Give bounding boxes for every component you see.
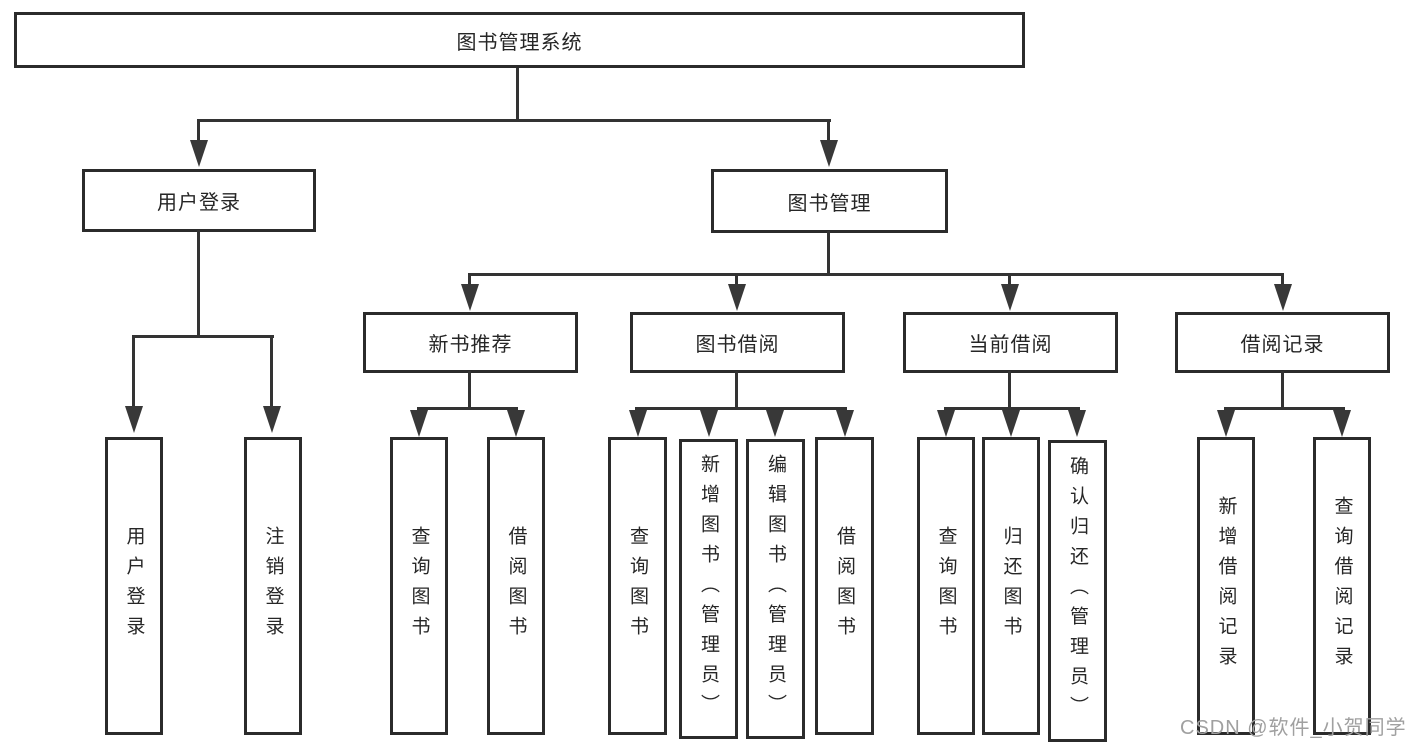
down-arrow-icon [410, 410, 428, 437]
down-arrow-icon [766, 410, 784, 437]
leaf-user-login-label: 用户登录 [123, 526, 145, 646]
leaf-borrow-add-books-admin: 新增图书（管理员） [679, 439, 738, 739]
node-library-management-system-label: 图书管理系统 [456, 31, 583, 54]
leaf-add-borrow-record: 新增借阅记录 [1197, 437, 1255, 735]
connector-split-level3 [469, 273, 1284, 276]
connector-stem [468, 273, 471, 287]
leaf-borrow-add-books-admin-label: 新增图书（管理员） [698, 454, 719, 724]
csdn-watermark: CSDN @软件_小贺同学 [1180, 717, 1405, 739]
node-library-management-system: 图书管理系统 [14, 12, 1025, 68]
node-user-login: 用户登录 [82, 169, 316, 232]
down-arrow-icon [1333, 410, 1351, 437]
down-arrow-icon [1002, 410, 1020, 437]
down-arrow-icon [507, 410, 525, 437]
node-current-borrowing-label: 当前借阅 [968, 334, 1053, 356]
leaf-borrow-edit-books-admin: 编辑图书（管理员） [746, 439, 805, 739]
node-borrowing-records-label: 借阅记录 [1240, 334, 1325, 356]
connector-split-current [944, 407, 1080, 410]
node-book-management-label: 图书管理 [787, 192, 872, 215]
connector-stub [468, 371, 471, 409]
connector-split-login [132, 335, 274, 338]
connector-login-stub [197, 230, 200, 337]
connector-stem [827, 119, 830, 145]
leaf-borrow-query-books-label: 查询图书 [627, 526, 648, 646]
node-user-login-label: 用户登录 [157, 192, 241, 214]
node-current-borrowing: 当前借阅 [903, 312, 1118, 373]
connector-split-level2 [197, 119, 831, 122]
down-arrow-icon [629, 410, 647, 437]
leaf-recommend-borrow-books: 借阅图书 [487, 437, 545, 735]
down-arrow-icon [461, 284, 479, 311]
down-arrow-icon [125, 406, 143, 433]
down-arrow-icon [937, 410, 955, 437]
leaf-current-confirm-return-admin-label: 确认归还（管理员） [1067, 456, 1088, 726]
connector-stub [1281, 371, 1284, 409]
leaf-recommend-borrow-books-label: 借阅图书 [505, 526, 527, 646]
down-arrow-icon [1068, 410, 1086, 437]
node-borrowing-records: 借阅记录 [1175, 312, 1390, 373]
connector-root-stub [516, 68, 519, 122]
node-book-borrowing: 图书借阅 [630, 312, 845, 373]
leaf-query-borrow-record: 查询借阅记录 [1313, 437, 1371, 735]
leaf-borrow-borrow-books-label: 借阅图书 [834, 526, 855, 646]
connector-split-recommend [417, 407, 518, 410]
connector-stem [132, 335, 135, 410]
leaf-borrow-query-books: 查询图书 [608, 437, 667, 735]
connector-stub [1008, 371, 1011, 409]
down-arrow-icon [1274, 284, 1292, 311]
connector-stem [735, 273, 738, 287]
connector-stem [197, 119, 200, 145]
leaf-borrow-edit-books-admin-label: 编辑图书（管理员） [765, 454, 786, 724]
leaf-current-query-books-label: 查询图书 [935, 526, 957, 646]
leaf-logout-label: 注销登录 [262, 526, 284, 646]
leaf-logout: 注销登录 [244, 437, 302, 735]
down-arrow-icon [836, 410, 854, 437]
down-arrow-icon [700, 410, 718, 437]
connector-stem [1281, 273, 1284, 287]
down-arrow-icon [820, 140, 838, 167]
leaf-query-borrow-record-label: 查询借阅记录 [1331, 496, 1353, 676]
connector-split-borrow [635, 407, 847, 410]
leaf-recommend-query-books-label: 查询图书 [408, 526, 430, 646]
leaf-current-return-books-label: 归还图书 [1000, 526, 1022, 646]
down-arrow-icon [728, 284, 746, 311]
connector-stem [1008, 273, 1011, 287]
leaf-recommend-query-books: 查询图书 [390, 437, 448, 735]
down-arrow-icon [190, 140, 208, 167]
leaf-user-login: 用户登录 [105, 437, 163, 735]
node-book-management: 图书管理 [711, 169, 948, 233]
down-arrow-icon [1217, 410, 1235, 437]
leaf-current-query-books: 查询图书 [917, 437, 975, 735]
leaf-borrow-borrow-books: 借阅图书 [815, 437, 874, 735]
node-book-borrowing-label: 图书借阅 [695, 334, 780, 356]
connector-stem [270, 335, 273, 410]
node-new-book-recommend: 新书推荐 [363, 312, 578, 373]
connector-stub [735, 371, 738, 409]
leaf-add-borrow-record-label: 新增借阅记录 [1215, 496, 1237, 676]
leaf-current-confirm-return-admin: 确认归还（管理员） [1048, 440, 1107, 742]
down-arrow-icon [263, 406, 281, 433]
connector-management-stub [827, 231, 830, 275]
down-arrow-icon [1001, 284, 1019, 311]
leaf-current-return-books: 归还图书 [982, 437, 1040, 735]
node-new-book-recommend-label: 新书推荐 [428, 334, 513, 356]
connector-split-records [1224, 407, 1345, 410]
